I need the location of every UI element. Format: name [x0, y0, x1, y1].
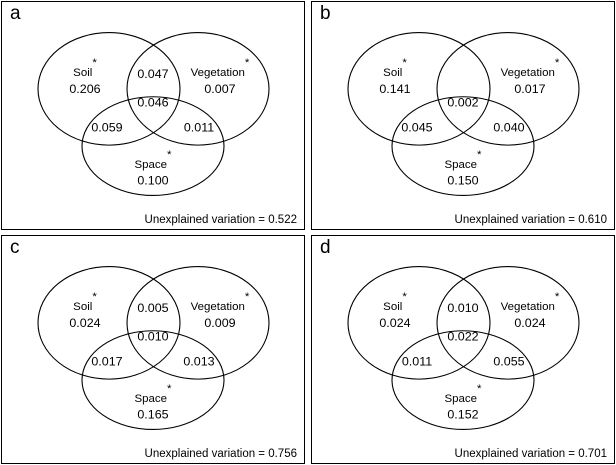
label-vegetation: Vegetation* [501, 291, 560, 313]
venn-diagram-a: Soil* 0.206 Vegetation* 0.007 Space* 0.1… [37, 32, 270, 196]
ellipse-space [391, 96, 535, 196]
value-soil-vegetation: 0.005 [137, 301, 168, 315]
panel-letter-b: b [320, 3, 331, 24]
label-space: Space* [134, 149, 172, 171]
value-soil: 0.206 [69, 82, 100, 96]
value-soil-space: 0.059 [91, 120, 122, 134]
panel-c: c Soil* 0.024 Vegetation* 0.009 Space* 0… [1, 235, 305, 464]
venn-diagram-d: Soil* 0.024 Vegetation* 0.024 Space* 0.1… [347, 266, 580, 430]
label-vegetation: Vegetation* [191, 291, 250, 313]
value-soil: 0.024 [379, 316, 410, 330]
panel-letter-a: a [10, 3, 21, 24]
ellipse-soil [347, 266, 491, 380]
venn-diagram-c: Soil* 0.024 Vegetation* 0.009 Space* 0.1… [37, 266, 270, 430]
value-vegetation-space: 0.013 [183, 354, 214, 368]
ellipse-soil [347, 32, 491, 146]
unexplained-variation-b: Unexplained variation = 0.610 [454, 214, 607, 226]
panel-a: a Soil* 0.206 Vegetation* 0.007 Space* 0… [1, 1, 305, 230]
value-soil-vegetation-space: 0.046 [137, 96, 168, 110]
panel-b: b Soil* 0.141 Vegetation* 0.017 Space* 0… [311, 1, 615, 230]
value-soil: 0.024 [69, 316, 100, 330]
ellipse-space [81, 96, 225, 196]
value-soil-vegetation-space: 0.010 [137, 330, 168, 344]
ellipse-vegetation [436, 266, 580, 380]
value-soil: 0.141 [379, 82, 410, 96]
ellipse-soil [37, 266, 181, 380]
value-soil-vegetation: 0.047 [137, 67, 168, 81]
unexplained-variation-d: Unexplained variation = 0.701 [454, 448, 607, 460]
value-vegetation-space: 0.040 [493, 120, 524, 134]
value-vegetation-space: 0.011 [184, 120, 214, 134]
value-space: 0.165 [137, 408, 168, 422]
ellipse-space [391, 330, 535, 430]
unexplained-variation-a: Unexplained variation = 0.522 [144, 214, 297, 226]
value-space: 0.152 [447, 408, 478, 422]
value-vegetation: 0.017 [514, 82, 545, 96]
value-soil-space: 0.017 [91, 354, 122, 368]
value-space: 0.100 [137, 174, 168, 188]
label-soil: Soil* [383, 291, 407, 313]
label-space: Space* [134, 383, 172, 405]
label-space: Space* [444, 149, 482, 171]
label-vegetation: Vegetation* [191, 57, 250, 79]
ellipse-vegetation [126, 32, 270, 146]
ellipse-space [81, 330, 225, 430]
ellipse-soil [37, 32, 181, 146]
value-soil-vegetation-space: 0.002 [447, 96, 478, 110]
value-soil-vegetation: 0.010 [447, 301, 478, 315]
value-vegetation: 0.024 [514, 316, 545, 330]
panel-letter-d: d [320, 237, 331, 258]
value-vegetation: 0.007 [204, 82, 235, 96]
value-soil-space: 0.011 [402, 354, 432, 368]
value-vegetation: 0.009 [204, 316, 235, 330]
value-soil-space: 0.045 [401, 120, 432, 134]
panel-letter-c: c [10, 237, 20, 258]
label-soil: Soil* [383, 57, 407, 79]
label-soil: Soil* [73, 57, 97, 79]
label-soil: Soil* [73, 291, 97, 313]
unexplained-variation-c: Unexplained variation = 0.756 [144, 448, 297, 460]
label-vegetation: Vegetation* [501, 57, 560, 79]
panel-d: d Soil* 0.024 Vegetation* 0.024 Space* 0… [311, 235, 615, 464]
value-vegetation-space: 0.055 [493, 354, 524, 368]
venn-diagram-b: Soil* 0.141 Vegetation* 0.017 Space* 0.1… [347, 32, 580, 196]
label-space: Space* [444, 383, 482, 405]
value-soil-vegetation-space: 0.022 [447, 330, 478, 344]
value-space: 0.150 [447, 174, 478, 188]
ellipse-vegetation [126, 266, 270, 380]
ellipse-vegetation [436, 32, 580, 146]
